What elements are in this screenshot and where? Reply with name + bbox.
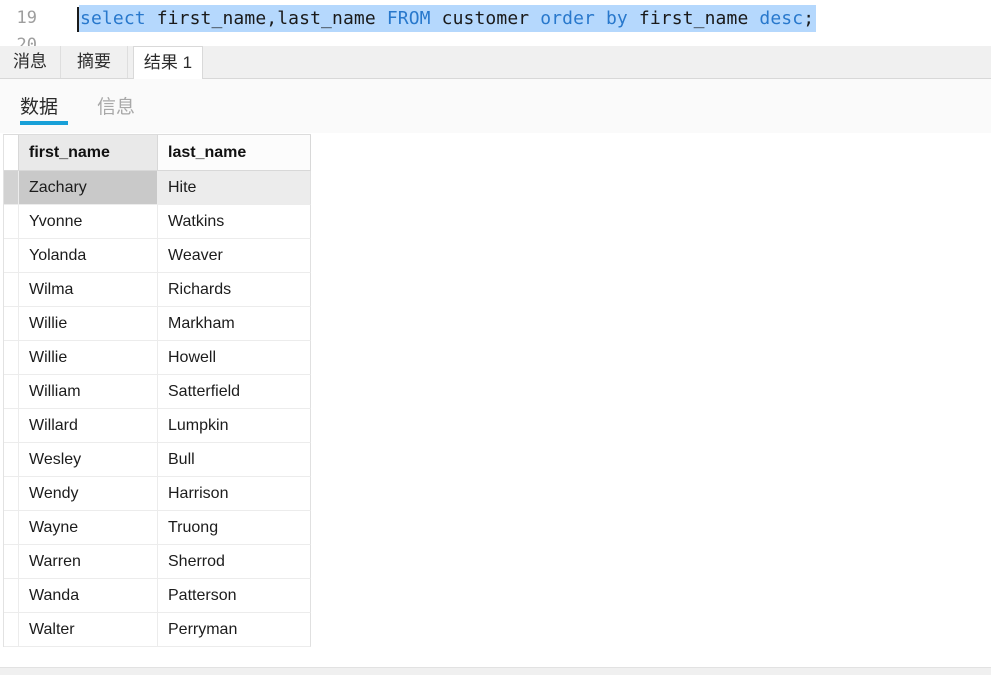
row-header[interactable] [4,511,19,545]
table-row: Willie Howell [4,341,311,375]
sql-token: first_name,last_name [156,8,387,29]
cell-last-name[interactable]: Hite [158,171,311,205]
cell-first-name[interactable]: Wayne [19,511,158,545]
result-grid: first_name last_name Zachary Hite Yvonne… [3,134,311,647]
tab-summary[interactable]: 摘要 [61,46,128,78]
sql-token: desc [759,8,804,29]
table-row: Yolanda Weaver [4,239,311,273]
active-subtab-underline [20,121,68,125]
cell-first-name[interactable]: Wanda [19,579,158,613]
cell-first-name[interactable]: Wesley [19,443,158,477]
table-row: Willard Lumpkin [4,409,311,443]
cell-last-name[interactable]: Weaver [158,239,311,273]
cell-first-name[interactable]: Yolanda [19,239,158,273]
cell-last-name[interactable]: Sherrod [158,545,311,579]
sql-token: first_name [638,8,760,29]
sql-token: ; [803,8,815,29]
tab-result-1[interactable]: 结果 1 [133,46,203,79]
row-header[interactable] [4,273,19,307]
horizontal-scrollbar[interactable] [0,667,991,675]
row-header[interactable] [4,477,19,511]
row-header[interactable] [4,545,19,579]
cell-first-name[interactable]: Yvonne [19,205,158,239]
table-row: Wilma Richards [4,273,311,307]
text-caret [77,7,79,32]
table-row: Wesley Bull [4,443,311,477]
row-header[interactable] [4,239,19,273]
result-subtab-bar: 数据 信息 [0,79,991,133]
cell-first-name[interactable]: William [19,375,158,409]
cell-first-name[interactable]: Wendy [19,477,158,511]
code-line-19: 19 select first_name,last_name FROM cust… [0,5,991,32]
cell-last-name[interactable]: Truong [158,511,311,545]
cell-last-name[interactable]: Perryman [158,613,311,647]
table-row: Warren Sherrod [4,545,311,579]
line-number: 18 [0,0,37,6]
table-row: Wendy Harrison [4,477,311,511]
cell-first-name[interactable]: Zachary [19,171,158,205]
cell-last-name[interactable]: Satterfield [158,375,311,409]
row-header[interactable] [4,171,19,205]
code-line-18: 18 [0,0,991,6]
cell-last-name[interactable]: Harrison [158,477,311,511]
sql-editor[interactable]: 18 19 select first_name,last_name FROM c… [0,0,991,46]
subtab-data[interactable]: 数据 [20,97,59,118]
column-header-last-name[interactable]: last_name [158,135,311,171]
result-tab-bar: 消息 摘要 结果 1 [0,46,991,79]
select-all-corner[interactable] [4,135,19,171]
cell-first-name[interactable]: Willie [19,307,158,341]
row-header[interactable] [4,613,19,647]
subtab-info[interactable]: 信息 [97,97,136,118]
table-row: Willie Markham [4,307,311,341]
sql-selection-highlight: select first_name,last_name FROM custome… [79,5,817,32]
row-header[interactable] [4,375,19,409]
cell-first-name[interactable]: Willie [19,341,158,375]
cell-last-name[interactable]: Patterson [158,579,311,613]
cell-last-name[interactable]: Watkins [158,205,311,239]
sql-token: select [80,8,157,29]
table-row: Yvonne Watkins [4,205,311,239]
cell-last-name[interactable]: Lumpkin [158,409,311,443]
line-number: 19 [16,8,37,28]
sql-token: order by [540,8,639,29]
code-line-20: 20 [0,32,991,46]
cell-last-name[interactable]: Markham [158,307,311,341]
row-header[interactable] [4,443,19,477]
sql-token: customer [441,8,541,29]
table-row: William Satterfield [4,375,311,409]
row-header[interactable] [4,579,19,613]
table-row: Zachary Hite [4,171,311,205]
cell-last-name[interactable]: Bull [158,443,311,477]
line-number: 20 [16,35,37,46]
cell-first-name[interactable]: Walter [19,613,158,647]
cell-last-name[interactable]: Howell [158,341,311,375]
cell-first-name[interactable]: Warren [19,545,158,579]
cell-last-name[interactable]: Richards [158,273,311,307]
sql-token: FROM [386,8,442,29]
header-row: first_name last_name [4,135,311,171]
row-header[interactable] [4,409,19,443]
cell-first-name[interactable]: Willard [19,409,158,443]
column-header-first-name[interactable]: first_name [19,135,158,171]
table-row: Walter Perryman [4,613,311,647]
cell-first-name[interactable]: Wilma [19,273,158,307]
sql-statement: select first_name,last_name FROM custome… [79,5,817,32]
row-header[interactable] [4,341,19,375]
row-header[interactable] [4,307,19,341]
result-panel: 数据 信息 first_name last_name Zachary Hite … [0,79,991,675]
table-row: Wayne Truong [4,511,311,545]
table-row: Wanda Patterson [4,579,311,613]
tab-messages[interactable]: 消息 [0,46,61,78]
row-header[interactable] [4,205,19,239]
